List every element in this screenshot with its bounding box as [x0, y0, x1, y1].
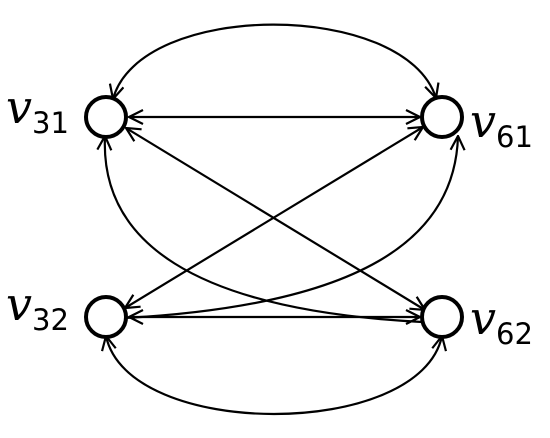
node-v62 [420, 295, 464, 339]
node-label-v31-base: v [6, 80, 32, 134]
node-label-v61-subscript: 61 [496, 120, 533, 154]
edge-v61-v32-curved [124, 136, 458, 320]
node-label-v62-base: v [470, 291, 496, 345]
edge-v31-v62-curved [105, 136, 423, 324]
node-label-v62: v62 [470, 291, 533, 351]
node-label-v32-base: v [6, 277, 32, 331]
node-v61 [420, 95, 464, 139]
node-label-v31-subscript: 31 [32, 106, 69, 140]
labels-layer: v31 v61 v32 v62 [6, 80, 533, 351]
node-label-v32-subscript: 32 [32, 303, 69, 337]
node-v32 [84, 295, 128, 339]
edge-v32-v62-arc [106, 336, 442, 415]
node-v31 [84, 95, 128, 139]
node-label-v31: v31 [6, 80, 69, 140]
edge-v31-v61-arc [113, 23, 436, 99]
node-label-v32: v32 [6, 277, 69, 337]
edge-v61-v32-straight [125, 127, 423, 308]
node-label-v61-base: v [470, 94, 496, 148]
edge-v31-v62-straight [126, 128, 425, 310]
node-label-v62-subscript: 62 [496, 317, 533, 351]
edges-layer [105, 23, 458, 415]
node-label-v61: v61 [470, 94, 533, 154]
nodes-layer [84, 95, 464, 339]
